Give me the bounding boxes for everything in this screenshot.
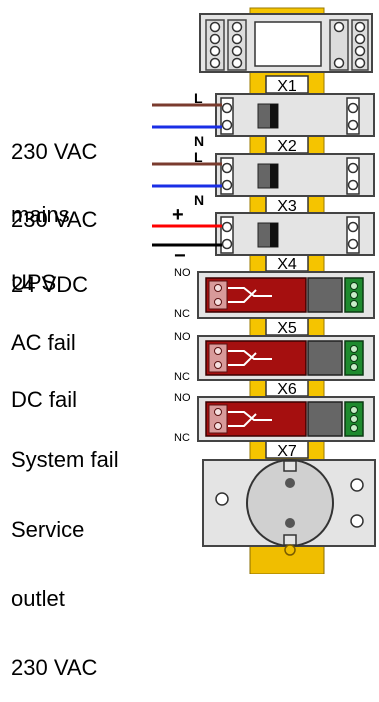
label-service-outlet: Service outlet 230 VAC — [11, 472, 97, 702]
terminal-x3 — [215, 212, 375, 256]
label-24vdc: 24 VDC — [11, 232, 88, 316]
socket-icon — [246, 459, 334, 547]
tag-label: X3 — [277, 198, 297, 215]
tag-label: X4 — [277, 256, 297, 273]
label-line: AC fail — [11, 330, 76, 355]
relay-x4 — [197, 271, 375, 319]
pol-marker: N — [194, 133, 204, 149]
label-230vac-mains: 230 VAC mains — [11, 99, 97, 246]
label-line: outlet — [11, 586, 65, 611]
label-line: UPS — [11, 270, 57, 295]
label-system-fail: System fail — [11, 407, 119, 491]
tag-labels: X1 X2 X3 X4 X5 X6 X7 — [265, 75, 309, 460]
label-line: mains — [11, 202, 70, 227]
contact-marker: NO — [174, 392, 191, 404]
contact-marker: NC — [174, 432, 190, 444]
tag-label: X1 — [277, 78, 297, 95]
contact-marker: NO — [174, 331, 191, 343]
label-line: 230 VAC — [11, 207, 98, 232]
terminal-x2 — [215, 153, 375, 197]
label-dc-fail: DC fail — [11, 347, 77, 431]
tag-label: X6 — [277, 381, 297, 398]
contact-marker: NC — [174, 308, 190, 320]
relay-x6 — [197, 396, 375, 442]
tag-label: X7 — [277, 443, 297, 460]
pol-marker: L — [194, 90, 203, 106]
label-line: System fail — [11, 447, 119, 472]
pol-marker: L — [194, 149, 203, 165]
pol-marker: N — [194, 192, 204, 208]
top-distribution-module — [199, 13, 373, 73]
service-outlet-x7 — [202, 459, 376, 556]
label-230vac-ups: 230 VAC UPS — [11, 167, 97, 314]
pol-marker: + — [172, 204, 184, 226]
wires — [152, 103, 222, 247]
markers: L N L N + − NO NC NO NC NO NC — [172, 90, 204, 444]
contact-marker: NO — [174, 267, 191, 279]
relay-x5 — [197, 335, 375, 381]
contact-marker: NC — [174, 371, 190, 383]
label-line: 24 VDC — [11, 272, 89, 297]
label-line: DC fail — [11, 387, 78, 412]
tag-label: X2 — [277, 138, 297, 155]
label-line: 230 VAC — [11, 139, 98, 164]
label-line: Service — [11, 517, 85, 542]
pol-marker: − — [174, 245, 186, 267]
tag-label: X5 — [277, 320, 297, 337]
terminal-block-diagram: X1 X2 X3 X4 X5 X6 X7 — [152, 7, 376, 574]
label-ac-fail: AC fail — [11, 290, 76, 374]
label-line: 230 VAC — [11, 655, 98, 680]
terminal-x1 — [215, 93, 375, 137]
